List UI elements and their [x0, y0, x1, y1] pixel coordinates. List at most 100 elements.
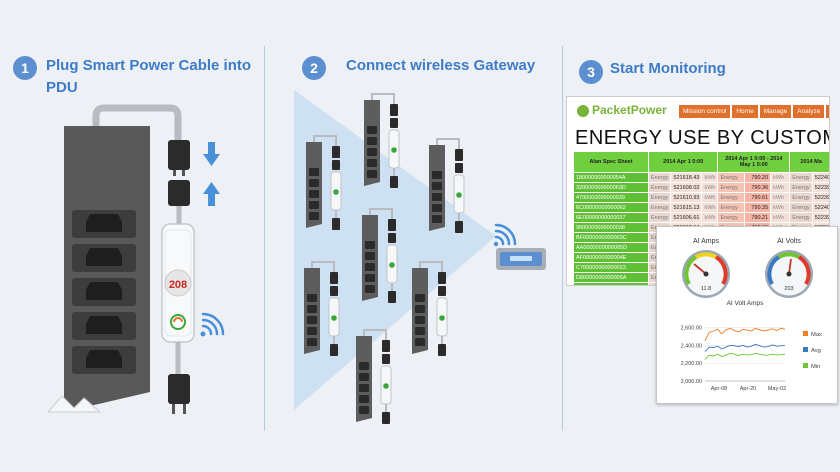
mini-cable: [419, 261, 443, 272]
chart-title: AI Volt Amps: [727, 300, 765, 307]
gauge-amps-needle: [693, 263, 707, 275]
nav-mission-control[interactable]: Mission control: [679, 105, 731, 118]
cable-connector: [168, 180, 190, 206]
row-unit-1: kWh: [701, 182, 719, 193]
mini-outlet: [415, 305, 425, 313]
row-unit-2: kWh: [770, 212, 791, 223]
mini-outlet: [415, 327, 425, 335]
mini-plug-bottom: [382, 412, 390, 424]
row-energy-label-3: Energy: [789, 202, 813, 213]
mini-outlet: [307, 316, 317, 324]
mini-led: [389, 262, 395, 268]
pdu-outlet: [72, 312, 136, 340]
mini-outlet: [359, 373, 369, 381]
nav-analyze[interactable]: Analyze: [793, 105, 825, 118]
mini-outlet: [432, 182, 442, 190]
pdu-cable: [92, 104, 182, 140]
row-energy-label: Energy: [647, 192, 672, 203]
pdu-unit: [362, 208, 398, 303]
mini-outlet: [415, 338, 425, 346]
mini-outlet: [367, 126, 377, 134]
mini-outlet: [309, 168, 319, 176]
mini-connector: [455, 163, 463, 173]
row-value-1: 521615.13: [670, 202, 703, 213]
arrow-down-icon: [203, 142, 220, 166]
row-value-2: 790.21: [744, 212, 772, 223]
row-id: 6C00000000000062: [573, 202, 649, 213]
step-2-illustration: [294, 90, 546, 424]
screenshot-title: ENERGY USE BY CUSTOMER: [575, 127, 829, 149]
mini-outlet: [307, 305, 317, 313]
row-unit-2: kWh: [770, 172, 791, 183]
gauge-amps-value: 11.8: [701, 286, 711, 292]
row-value-2: 790.61: [744, 192, 772, 203]
mini-plug: [382, 340, 390, 352]
pdu-unit: [356, 329, 392, 424]
row-energy-label: Energy: [647, 182, 672, 193]
mini-outlet: [365, 274, 375, 282]
mini-plug-bottom: [330, 344, 338, 356]
chart-x-tick: Apr-20: [740, 386, 757, 392]
dashboard-svg: AI Amps 11.8 AI Volts 203 AI Volt Amps 2…: [681, 238, 822, 392]
gauge-volts-needle: [788, 258, 792, 275]
step-1-title: Plug Smart Power Cable into PDU: [46, 55, 261, 99]
energy-table-header: Alan Spec Sheet 2014 Apr 1 0:00 2014 Apr…: [573, 151, 829, 173]
step-2-number: 2: [302, 56, 326, 80]
row-value-3: 52239: [811, 192, 829, 203]
step-2-title: Connect wireless Gateway: [346, 57, 536, 74]
row-unit-1: kWh: [701, 192, 719, 203]
col-period-3: 2014 Ma: [789, 151, 829, 173]
mini-plug-bottom: [390, 176, 398, 188]
chart-y-tick: 2,200.00: [681, 361, 702, 367]
arrow-up-icon: [203, 182, 220, 206]
legend-label-min: Min: [811, 364, 820, 370]
nav-other[interactable]: Ot: [826, 105, 829, 118]
mini-outlet: [367, 137, 377, 145]
mini-outlet: [309, 179, 319, 187]
mini-connector: [382, 354, 390, 364]
cable-display-value: 208: [169, 279, 187, 291]
mini-outlet: [365, 285, 375, 293]
logo-icon: [577, 104, 589, 117]
row-energy-label-3: Energy: [789, 182, 813, 193]
mini-cable: [363, 329, 387, 340]
row-id: C700000000000023: [573, 262, 649, 273]
pdu-unit: [306, 135, 342, 230]
mini-plug-bottom: [332, 218, 340, 230]
row-id: D80000000000005A: [573, 272, 649, 283]
chart-series-min: [704, 352, 786, 360]
mini-led: [391, 147, 397, 153]
row-value-3: 52239: [811, 182, 829, 193]
mini-cable: [313, 135, 337, 146]
gateway-signal-icon: [493, 223, 517, 247]
row-unit-1: kWh: [701, 212, 719, 223]
divider-left: [264, 46, 265, 431]
mini-plug: [438, 272, 446, 284]
mini-led: [456, 192, 462, 198]
packetpower-logo: PacketPower: [577, 103, 667, 117]
pdu-group: [304, 93, 465, 424]
mini-led: [383, 383, 389, 389]
nav-manage[interactable]: Manage: [759, 105, 792, 118]
chart-x-tick: Apr-08: [711, 386, 728, 392]
row-id: 9800000000000038: [573, 222, 649, 233]
cable-display-bezel: [164, 269, 192, 297]
pdu-unit: [364, 93, 400, 188]
wireless-gateway: [496, 248, 546, 270]
mini-plug: [332, 146, 340, 158]
gauge-amps: 11.8: [682, 250, 730, 298]
step-1-illustration: 208: [46, 104, 225, 414]
mini-outlet: [432, 171, 442, 179]
pdu-outlet: [72, 210, 136, 238]
pdu-unit: [429, 138, 465, 233]
wireless-signal-icon: [200, 312, 225, 337]
pdu-outlet: [72, 244, 136, 272]
row-id: 320000000000063D: [573, 182, 649, 193]
row-energy-label-2: Energy: [717, 182, 746, 193]
mini-plug: [388, 219, 396, 231]
nav-home[interactable]: Home: [732, 105, 758, 118]
mini-outlet: [367, 170, 377, 178]
